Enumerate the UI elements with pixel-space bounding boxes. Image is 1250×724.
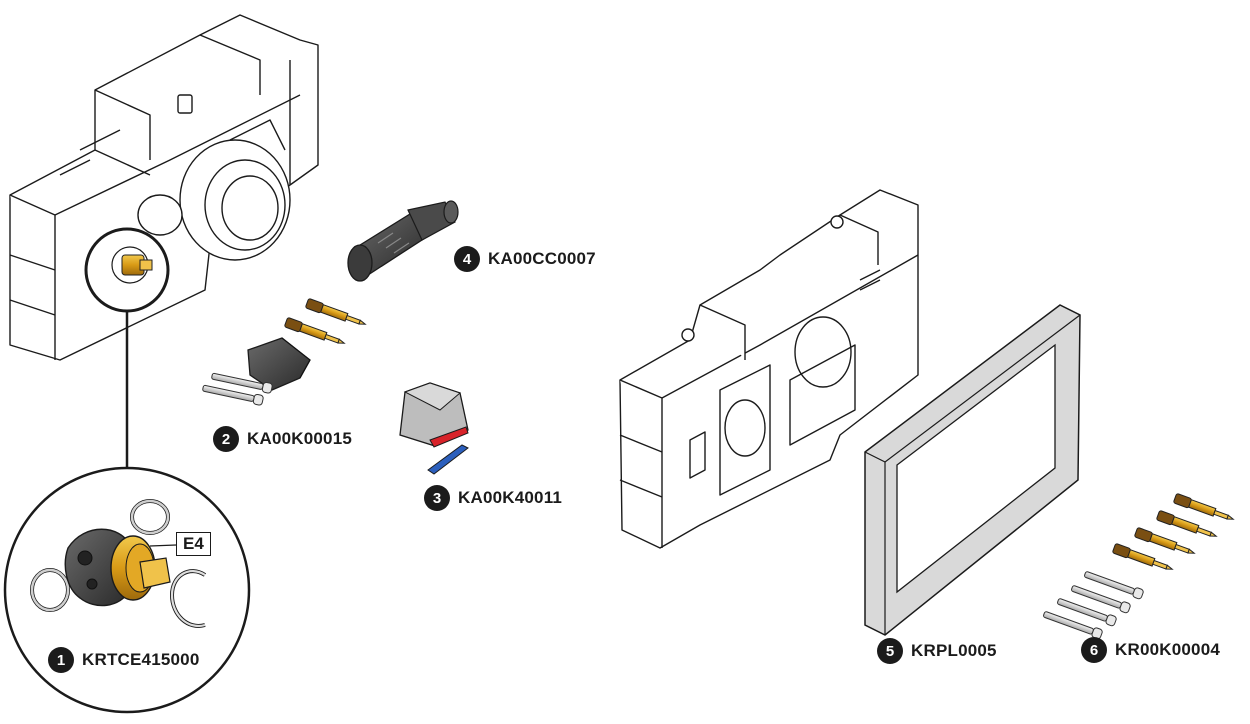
part-6-components bbox=[1041, 492, 1236, 641]
detail-tag-e4: E4 bbox=[176, 532, 211, 556]
part-number-badge: 3 bbox=[424, 485, 450, 511]
part-code: KA00CC0007 bbox=[488, 249, 596, 268]
part-number-badge: 1 bbox=[48, 647, 74, 673]
part-code: KA00K00015 bbox=[247, 429, 353, 448]
callout-part-3: 3 KA00K40011 bbox=[424, 484, 562, 512]
part-code: KRTCE415000 bbox=[82, 650, 200, 669]
left-mounting-box bbox=[9, 14, 319, 361]
part-number-badge: 4 bbox=[454, 246, 480, 272]
callout-part-6: 6 KR00K00004 bbox=[1081, 636, 1220, 664]
part-code: KA00K40011 bbox=[458, 488, 563, 507]
part-2-components bbox=[201, 297, 368, 407]
part-number-badge: 6 bbox=[1081, 637, 1107, 663]
part-number-badge: 2 bbox=[213, 426, 239, 452]
right-mounting-box bbox=[619, 189, 919, 549]
part-code: KRPL0005 bbox=[911, 641, 997, 660]
part-code: KR00K00004 bbox=[1115, 640, 1221, 659]
cartridge-in-box bbox=[111, 246, 153, 284]
part-number-badge: 5 bbox=[877, 638, 903, 664]
part-3-components bbox=[399, 382, 469, 475]
cartridge-detail bbox=[30, 499, 207, 628]
callout-part-5: 5 KRPL0005 bbox=[877, 637, 997, 665]
callout-part-2: 2 KA00K00015 bbox=[213, 425, 352, 453]
part-5-frame bbox=[864, 304, 1081, 636]
part-4-component bbox=[347, 200, 459, 282]
callout-part-4: 4 KA00CC0007 bbox=[454, 245, 596, 273]
callout-part-1: 1 KRTCE415000 bbox=[48, 646, 199, 674]
